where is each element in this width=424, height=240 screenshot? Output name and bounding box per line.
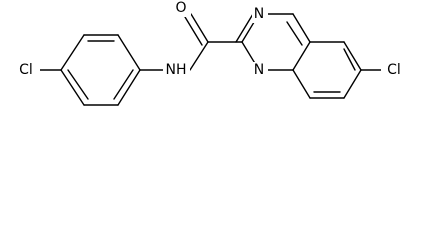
molecule-structure: Cl NH O N N Cl bbox=[14, 0, 408, 106]
bond bbox=[292, 69, 311, 99]
bond bbox=[286, 21, 303, 46]
bond bbox=[343, 48, 356, 71]
bond bbox=[117, 34, 141, 71]
bond bbox=[60, 34, 85, 71]
bond bbox=[189, 41, 209, 71]
bond bbox=[67, 69, 89, 100]
bond bbox=[184, 16, 203, 46]
atom-label-n-top: N bbox=[254, 6, 264, 22]
atom-label-o: O bbox=[175, 0, 186, 16]
bond-lines bbox=[39, 13, 382, 106]
bond bbox=[190, 13, 209, 43]
atom-label-n-bottom: N bbox=[254, 62, 264, 78]
atom-label-nh: NH bbox=[166, 62, 187, 78]
atom-label-cl-right: Cl bbox=[387, 62, 401, 78]
bond bbox=[292, 41, 311, 71]
bond bbox=[235, 13, 254, 43]
bond bbox=[343, 69, 362, 99]
bond bbox=[60, 69, 85, 106]
bond bbox=[343, 41, 362, 71]
atom-label-cl-left: Cl bbox=[19, 62, 33, 78]
bond bbox=[117, 69, 141, 106]
bond bbox=[113, 69, 134, 100]
bond bbox=[292, 13, 311, 43]
atom-labels: Cl NH O N N Cl bbox=[14, 0, 408, 79]
